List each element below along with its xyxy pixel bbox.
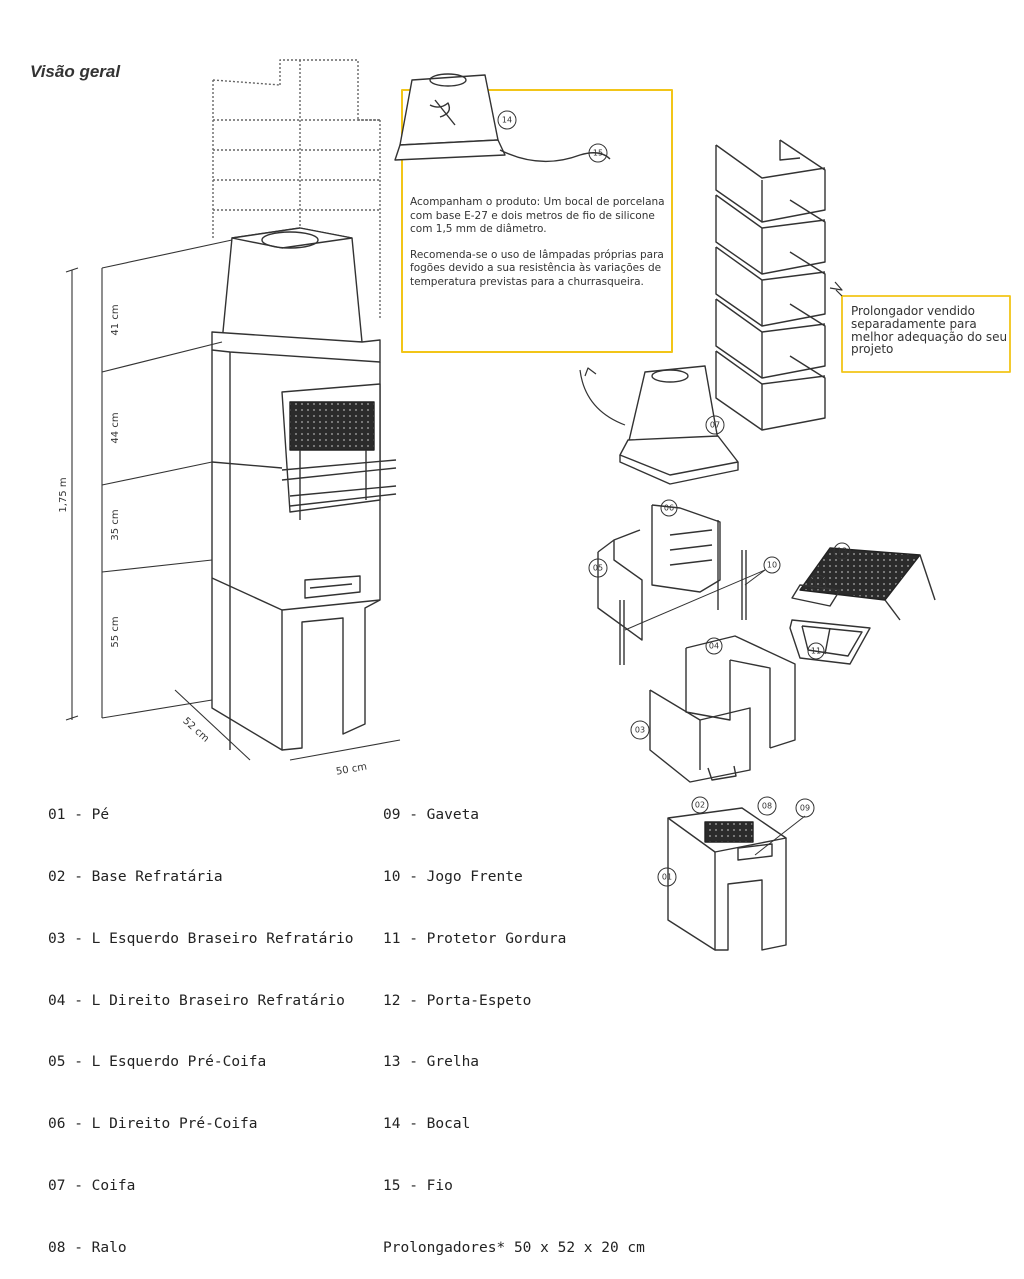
legend-item: 07 - Coifa <box>48 1177 136 1194</box>
width-label: 50 cm <box>335 761 368 777</box>
parts-legend-left: 01 - Pé 02 - Base Refratária 03 - L Esqu… <box>48 764 354 1279</box>
exploded-foot <box>667 807 787 951</box>
hood-opening <box>261 231 319 249</box>
callout-14 <box>497 110 517 130</box>
callout-07 <box>705 415 725 435</box>
arrow-to-hood <box>579 369 626 426</box>
callout-10 <box>763 556 781 574</box>
legend-item: 03 - L Esquerdo Braseiro Refratário <box>48 930 354 947</box>
legend-item: 09 - Gaveta <box>383 807 480 824</box>
socket-illustration <box>394 73 611 163</box>
legend-item: 15 - Fio <box>383 1177 453 1194</box>
included-note-paragraph-2: Recomenda-se o uso de lâmpadas próprias … <box>410 248 664 288</box>
ash-drawer <box>304 575 361 599</box>
legend-item: 14 - Bocal <box>383 1116 471 1133</box>
legend-item: 06 - L Direito Pré-Coifa <box>48 1116 258 1133</box>
callout-label-03: 03 <box>635 726 645 735</box>
included-parts-box <box>401 89 673 353</box>
total-height-label: 1,75 m <box>58 477 69 512</box>
callout-label-15: 15 <box>593 149 603 158</box>
callout-label-14: 14 <box>502 116 512 125</box>
callout-08 <box>757 796 777 816</box>
callout-label-11: 11 <box>811 647 821 656</box>
extension-note: Prolongador vendido separadamente para m… <box>851 304 1008 357</box>
grill-grate <box>289 401 375 451</box>
callout-label-05: 05 <box>593 564 603 573</box>
legend-item: 02 - Base Refratária <box>48 868 223 885</box>
chimney-extension-outline <box>212 59 381 320</box>
callout-04 <box>705 637 723 655</box>
callout-label-09: 09 <box>800 804 810 813</box>
callout-label-10: 10 <box>767 561 777 570</box>
exploded-base <box>649 635 796 783</box>
callout-02 <box>691 796 709 814</box>
extension-note-box <box>841 295 1011 373</box>
callout-12 <box>809 574 827 592</box>
height-segment-1: 41 cm <box>110 304 121 335</box>
callout-05 <box>588 558 608 578</box>
callout-03 <box>630 720 650 740</box>
page-title: Visão geral <box>30 62 121 81</box>
callout-15 <box>588 143 608 163</box>
height-segment-3: 35 cm <box>110 509 121 540</box>
legend-item: 04 - L Direito Braseiro Refratário <box>48 992 345 1009</box>
legend-item: 01 - Pé <box>48 807 110 824</box>
callout-06 <box>660 499 678 517</box>
legend-item: 08 - Ralo <box>48 1239 127 1256</box>
arrow-to-extension <box>829 281 843 291</box>
callout-label-08: 08 <box>762 802 772 811</box>
callout-label-13: 13 <box>837 547 847 556</box>
exploded-grate <box>789 547 936 665</box>
legend-item: 05 - L Esquerdo Pré-Coifa <box>48 1054 267 1071</box>
callout-markers <box>497 110 851 887</box>
legend-item: 13 - Grelha <box>383 1054 480 1071</box>
callout-11 <box>807 642 825 660</box>
dimension-lines <box>65 239 401 761</box>
callout-label-01: 01 <box>662 873 672 882</box>
height-segment-4: 55 cm <box>110 616 121 647</box>
legend-item: 12 - Porta-Espeto <box>383 992 532 1009</box>
callout-label-12: 12 <box>813 579 823 588</box>
callout-label-02: 02 <box>695 801 705 810</box>
exploded-firebox <box>597 504 747 665</box>
callout-label-04: 04 <box>709 642 719 651</box>
legend-item: 11 - Protetor Gordura <box>383 930 567 947</box>
assembled-grill <box>65 59 401 761</box>
included-items-note: Acompanham o produto: Um bocal de porcel… <box>410 196 670 301</box>
extension-modules <box>715 139 826 431</box>
callout-label-07: 07 <box>710 421 720 430</box>
callout-13 <box>833 542 851 560</box>
parts-legend-right: 09 - Gaveta 10 - Jogo Frente 11 - Protet… <box>383 764 645 1279</box>
included-note-paragraph-1: Acompanham o produto: Um bocal de porcel… <box>410 196 665 235</box>
callout-09 <box>795 798 815 818</box>
height-segment-2: 44 cm <box>110 412 121 443</box>
legend-item: Prolongadores* 50 x 52 x 20 cm <box>383 1239 645 1256</box>
legend-item: 10 - Jogo Frente <box>383 868 523 885</box>
callout-label-06: 06 <box>664 504 674 513</box>
exploded-diagram: 14 15 07 06 05 10 13 12 11 04 03 02 08 0… <box>58 59 1011 951</box>
exploded-hood <box>619 365 739 485</box>
callout-01 <box>657 867 677 887</box>
